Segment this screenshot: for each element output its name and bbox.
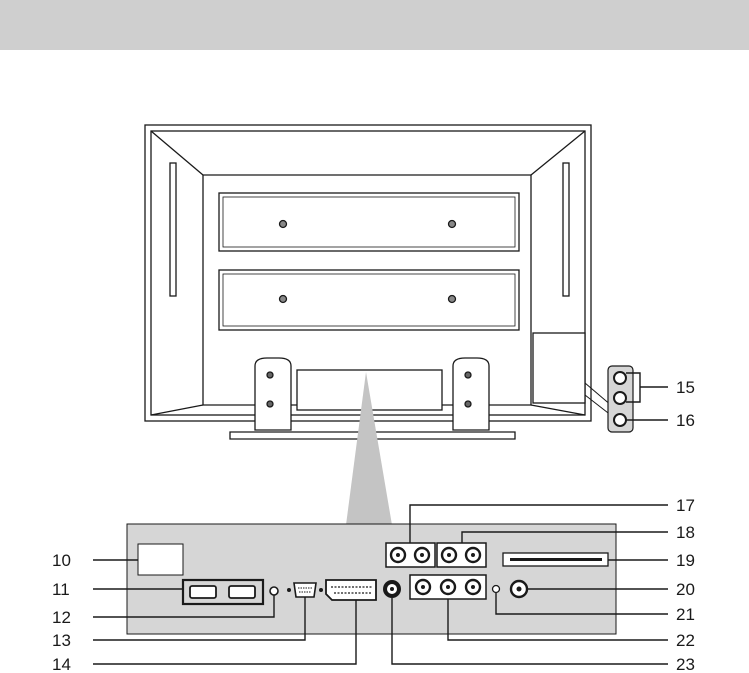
ci-slot xyxy=(503,553,608,566)
callout-14: 14 xyxy=(52,655,71,673)
scart-port xyxy=(326,580,376,600)
callout-16: 16 xyxy=(676,411,695,430)
callout-22: 22 xyxy=(676,631,695,650)
callout-10: 10 xyxy=(52,551,71,570)
callout-11: 11 xyxy=(52,580,70,599)
s-video-port xyxy=(383,580,401,598)
callout-17: 17 xyxy=(676,496,695,515)
callout-20: 20 xyxy=(676,580,695,599)
audio-jack-12 xyxy=(270,587,278,595)
mount-plate-bottom xyxy=(219,270,519,330)
rca-group-17 xyxy=(386,543,435,567)
rca-group-18 xyxy=(437,543,486,567)
callout-21: 21 xyxy=(676,605,695,624)
mount-plate-top xyxy=(219,193,519,251)
side-terminal-box xyxy=(533,333,612,416)
port-21 xyxy=(493,586,500,593)
callout-15: 15 xyxy=(676,378,695,397)
card-slot-box xyxy=(138,544,183,575)
callout-13: 13 xyxy=(52,631,71,650)
callout-18: 18 xyxy=(676,523,695,542)
callout-23: 23 xyxy=(676,655,695,673)
antenna-jack xyxy=(511,581,527,597)
callout-19: 19 xyxy=(676,551,695,570)
side-av-panel xyxy=(608,366,633,432)
callout-12: 12 xyxy=(52,608,71,627)
rca-group-22 xyxy=(410,575,486,599)
